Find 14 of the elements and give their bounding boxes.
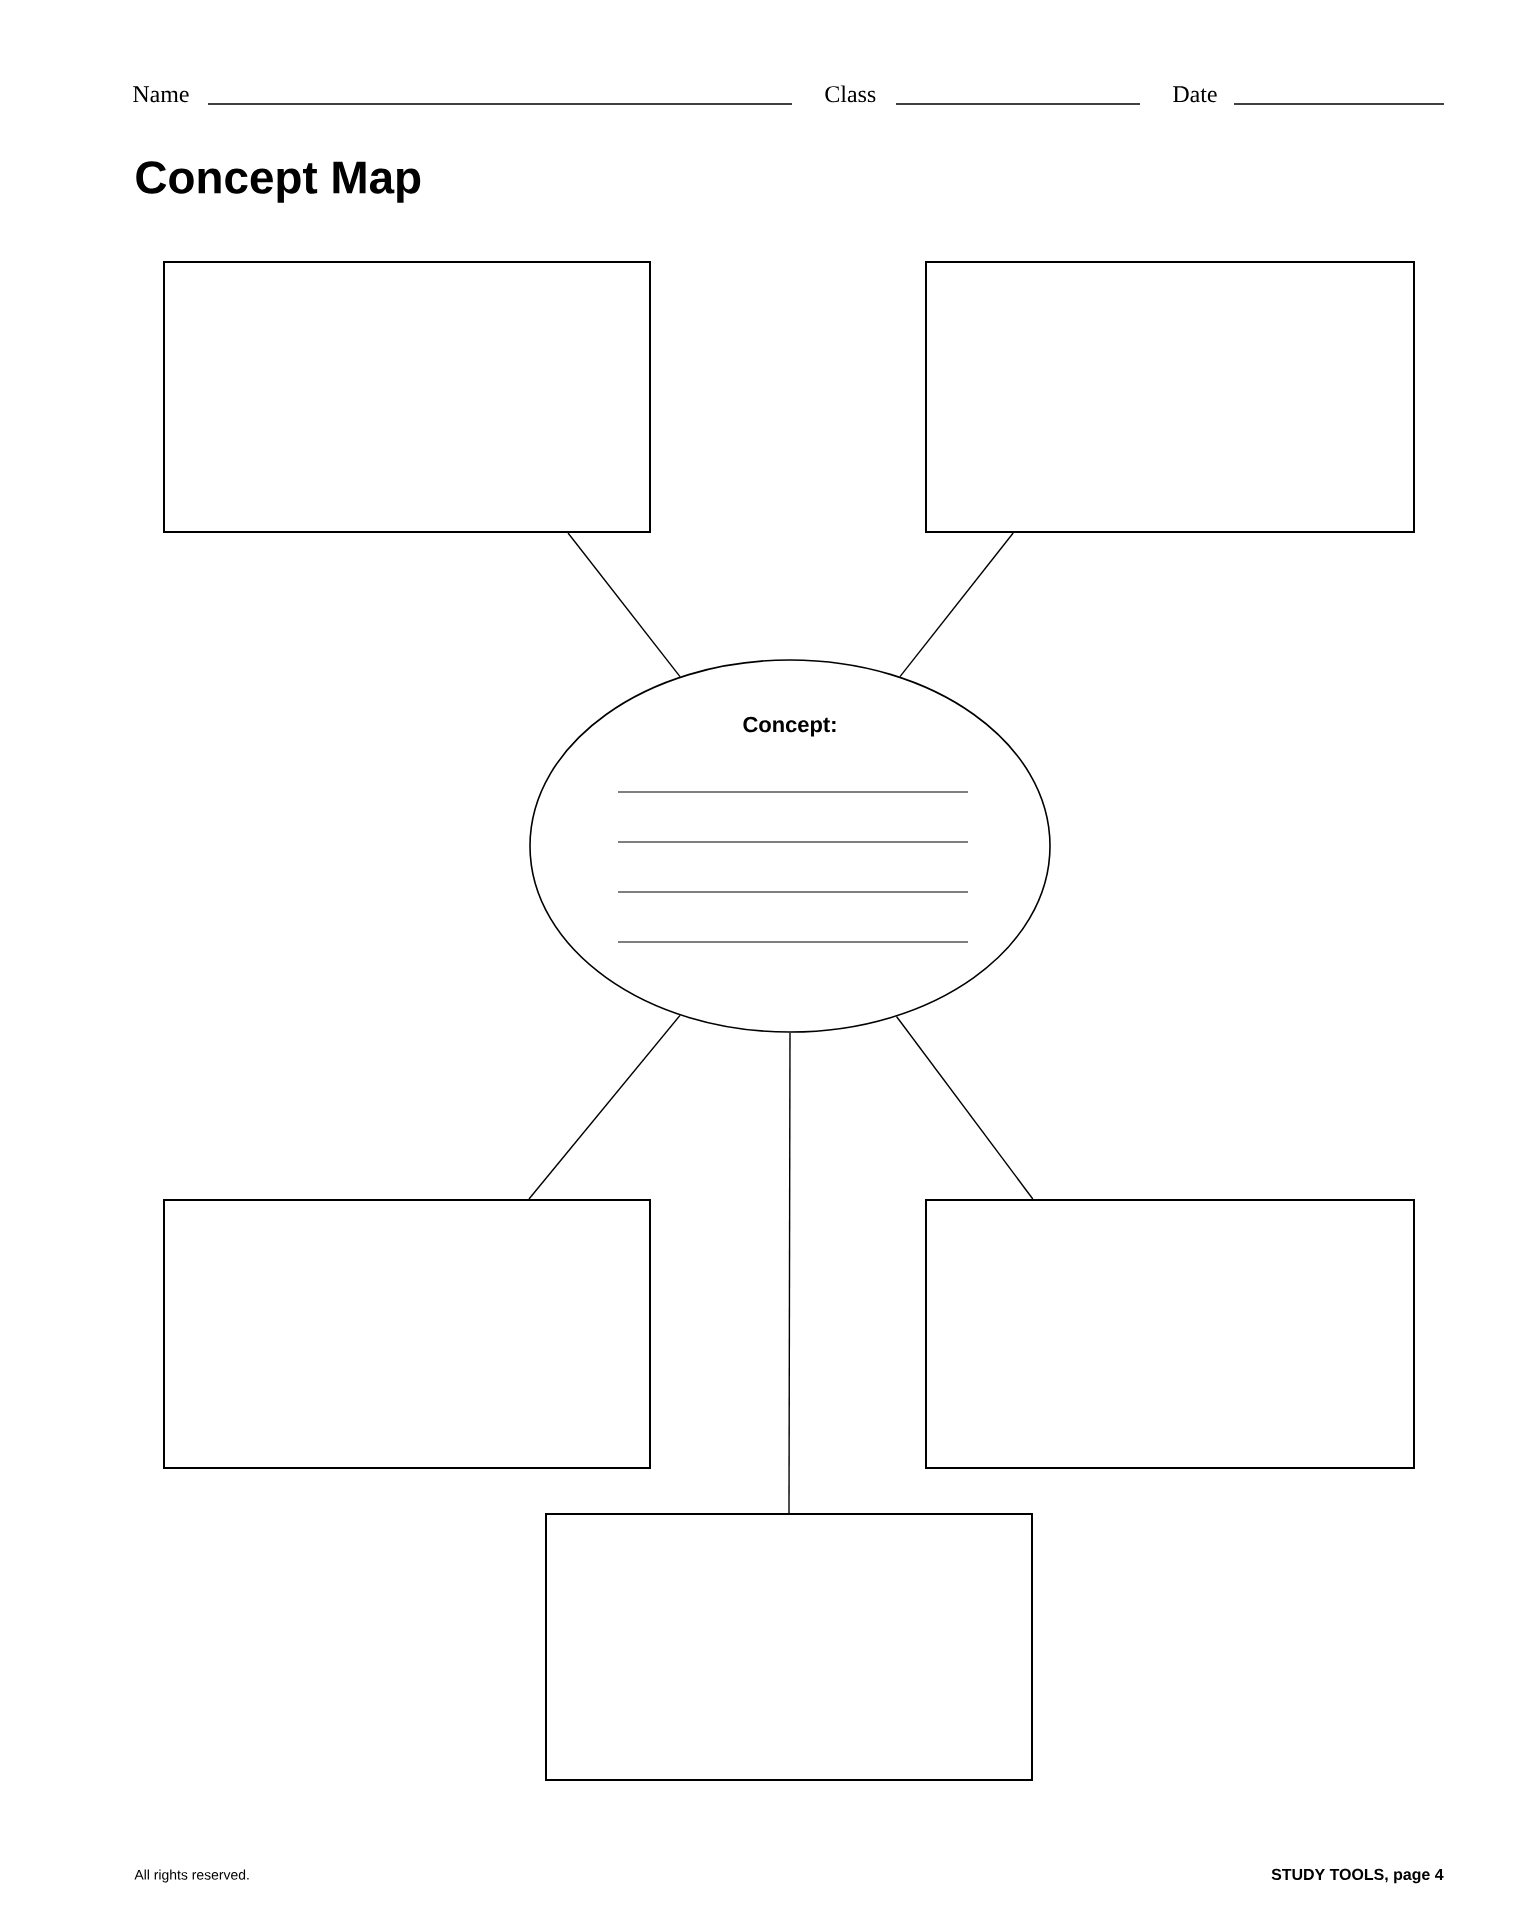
concept-box bbox=[163, 261, 651, 533]
connector-line bbox=[528, 1014, 681, 1200]
concept-box bbox=[545, 1513, 1033, 1781]
connector-line bbox=[899, 532, 1014, 678]
field-label: Name bbox=[133, 86, 189, 103]
connector-line bbox=[788, 1032, 791, 1514]
concept-box bbox=[163, 1199, 651, 1469]
connector-line bbox=[895, 1015, 1034, 1200]
field-label: Date bbox=[1173, 86, 1217, 103]
concept-box bbox=[925, 261, 1415, 533]
title: Concept Map bbox=[136, 161, 421, 203]
connector-line bbox=[567, 532, 681, 678]
field-label: Class bbox=[825, 85, 876, 103]
concept-box bbox=[925, 1199, 1415, 1469]
